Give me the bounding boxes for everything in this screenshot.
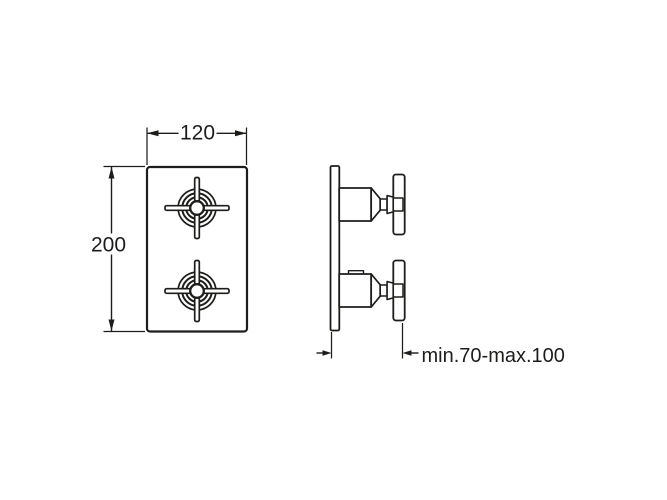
valve-body [338,273,373,308]
handle-front-arm-side [392,283,404,298]
handle-front-arm-side [392,197,404,212]
dimension-width: 120 [146,122,248,165]
valve-stem [379,284,388,297]
cross-handle-top-front [164,176,230,240]
handle-hub-side [386,194,395,215]
cross-handle-bottom-front [164,259,230,323]
handle-hub-side [386,280,395,301]
arrow-right-icon [235,130,247,137]
side-view [329,165,406,332]
depth-dimension-label: min.70-max.100 [422,345,565,367]
arrow-right-icon [322,350,332,356]
wall-plate [329,165,341,332]
valve-assembly-top-side [338,173,406,236]
arrow-left-icon [402,350,412,356]
arrow-left-icon [147,130,159,137]
height-dimension-label: 200 [91,234,126,257]
valve-body [338,187,373,222]
dimension-depth: min.70-max.100 [316,323,565,367]
valve-taper [370,273,382,308]
valve-stem [379,198,388,211]
width-dimension-label: 120 [180,122,215,145]
valve-assembly-bottom-side [338,259,406,322]
valve-taper [370,187,382,222]
front-view [145,165,249,333]
dimension-height: 200 [91,165,145,333]
handle-hub [189,200,205,216]
arrow-up-icon [108,167,115,179]
handle-hub [189,283,205,299]
arrow-down-icon [108,319,115,331]
